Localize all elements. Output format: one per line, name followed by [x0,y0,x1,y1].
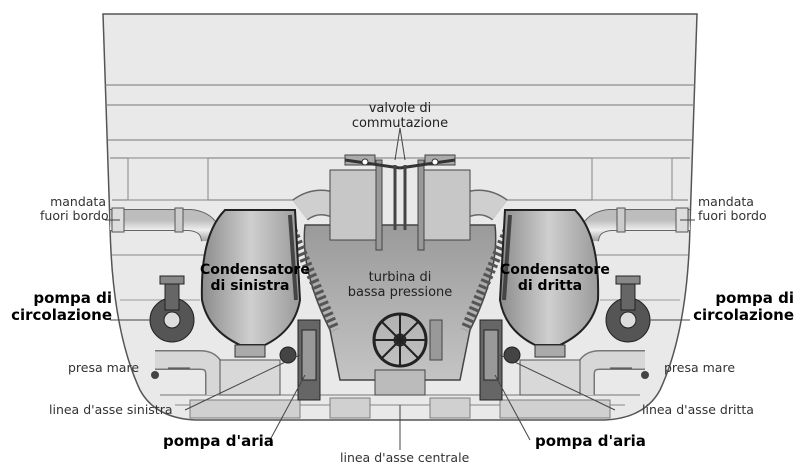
label-asse-sinistra: linea d'asse sinistra [49,402,173,417]
label-condensatore-dritta: Condensatore di dritta [500,262,610,294]
label-pompa-aria-right: pompa d'aria [535,432,646,450]
label-turbina: turbina di bassa pressione [347,270,453,300]
label-mandata-right: mandata fuori bordo [698,194,767,223]
label-pompa-circolazione-right: pompa di circolazione [693,289,794,324]
air-pump-right [479,319,521,401]
label-pompa-circolazione-left: pompa di circolazione [11,289,112,324]
label-presa-mare-right: presa mare [664,360,736,375]
label-valvole: valvole di commutazione [351,101,449,131]
circulation-pump-right [605,275,651,343]
label-condensatore-sinistra: Condensatore di sinistra [200,262,310,294]
air-pump-left [279,319,321,401]
label-asse-dritta: linea d'asse dritta [642,402,754,417]
label-mandata-left: mandata fuori bordo [40,194,109,223]
condenser-right [498,209,600,346]
turbine-handwheel [372,312,428,368]
label-presa-mare-left: presa mare [68,360,140,375]
condenser-left [200,209,302,346]
label-asse-centrale: linea d'asse centrale [340,450,470,465]
label-pompa-aria-left: pompa d'aria [163,432,274,450]
